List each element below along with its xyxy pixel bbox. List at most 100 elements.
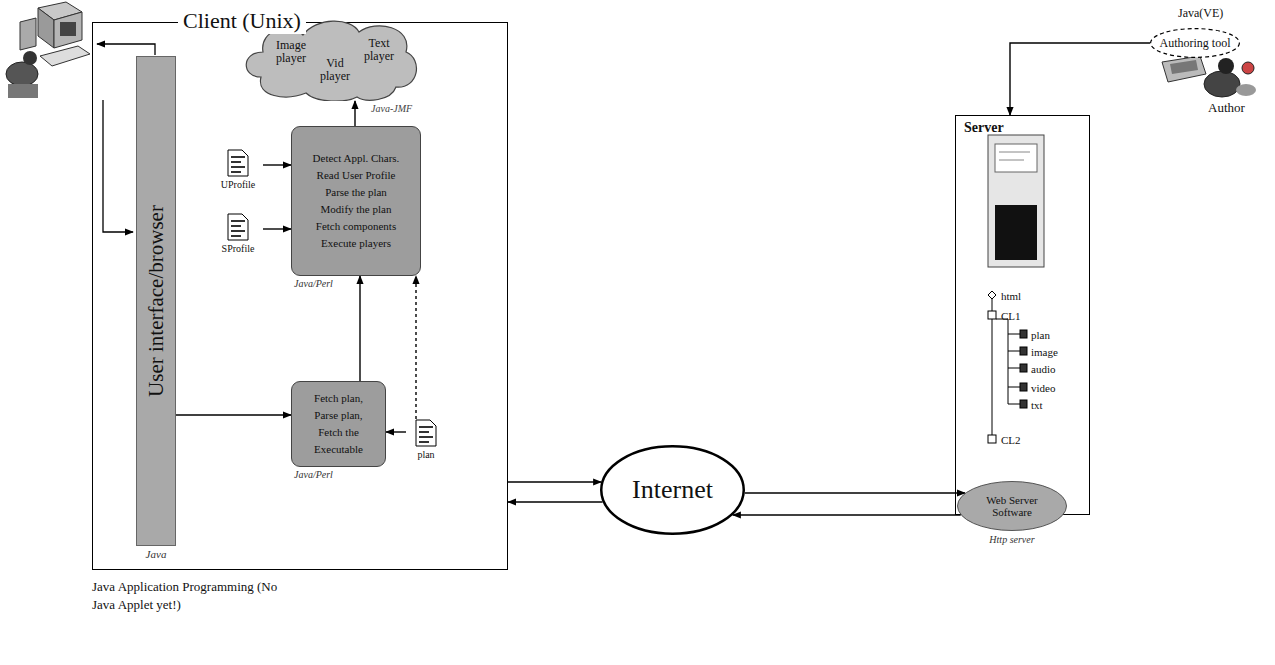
connector-arrow [508,501,603,502]
chair [8,84,38,98]
internet-ellipse: Internet [600,445,745,535]
node-text: UProfile [221,179,255,190]
node-text: Image player [269,39,313,64]
node-subtext: Execute players [321,235,391,252]
node-text: Server [964,120,1004,136]
tree-file [1020,330,1027,338]
page-line [419,431,429,433]
connector-arrow [508,481,601,482]
tree-line [1008,387,1020,388]
tree-line [1008,319,1009,404]
tree-line [1008,368,1020,369]
process-box: Detect Appl. Chars.Read User ProfilePars… [291,126,421,276]
connector-arrow [263,228,291,229]
server-box: ServerhtmlCL1planimageaudiovideotxtCL2We… [955,115,1090,515]
panel-line [999,152,1030,153]
monitor-front [54,12,82,48]
connector-arrow [1010,43,1150,115]
desk-screen [1170,60,1198,74]
connector-arrow [745,492,965,493]
node-subtext: image [1031,346,1058,358]
node-subtext: video [1031,382,1055,394]
page-line [231,156,245,158]
monitor-screen [60,22,76,36]
author-head [1218,58,1234,74]
author-figure [1162,56,1256,97]
caption-note: Java Application Programming (No Java Ap… [92,578,302,613]
page-line [419,436,433,438]
tree-file [1020,400,1027,408]
page-line [231,171,241,173]
ellipse-shape [1151,29,1240,58]
node-subtext: Authoring tool [1160,36,1231,51]
node-subtext: Http server [989,534,1034,545]
node-subtext: Vid player [313,57,357,82]
page-line [231,166,245,168]
node-subtext: Fetch the Executable [298,424,379,458]
node-subtext: CL1 [1001,310,1021,322]
node-subtext: Read User Profile [317,167,396,184]
page-line [231,230,245,232]
page-line [231,225,241,227]
actor-label: Author [1208,100,1245,116]
panel-line [999,160,1024,161]
connector-arrow [263,164,291,165]
connector-arrow [359,276,360,381]
tower-base [995,205,1037,260]
node-subtext: plan [1031,329,1050,341]
document-icon: UProfile [213,149,263,199]
node-subtext: Java/Perl [294,469,333,480]
connector-arrow [386,431,406,432]
server-computer-icon [988,135,1044,267]
page-line [231,235,241,237]
cloud-shape [246,21,416,101]
node-subtext: Parse the plan [325,184,387,201]
tree-line [1008,334,1020,335]
input-arrow [103,100,133,232]
tree-line [1008,351,1020,352]
connector-arrow [733,514,961,515]
node-subtext: Fetch components [316,218,396,235]
tree-file [1020,347,1027,355]
user-figure [6,62,38,86]
document-glyph [227,213,249,241]
document-icon: plan [406,419,446,469]
node-text: Fetch plan, [314,390,363,407]
connector-arrow [415,276,416,419]
tree-folder [988,435,996,443]
node-text: User interface/browser [144,205,169,397]
authoring-tool-ellipse: Java(VE)Authoring tool [1150,28,1240,58]
client-workstation-icon [6,2,90,98]
ui-band: User interface/browserJava [136,56,176,546]
tree-line [1008,404,1020,405]
node-text: Java(VE) [1178,6,1223,21]
page-line [231,220,245,222]
connector-arrow [354,101,355,126]
tree-folder [988,311,996,319]
document-glyph [415,419,437,447]
node-text: Detect Appl. Chars. [313,150,400,167]
tree-diamond [988,291,996,299]
tree-file [1020,364,1027,372]
ellipse-shape [958,482,1067,531]
page-line [231,161,241,163]
node-subtext: audio [1031,363,1055,375]
directory-tree [988,291,1027,443]
node-text: SProfile [222,243,255,254]
user-head [23,51,37,65]
page-line [419,426,433,428]
tree-file [1020,383,1027,391]
author-body [1204,71,1240,97]
client-box: Client (Unix)User interface/browserJavaI… [92,22,508,570]
cabinet [20,18,36,50]
tool-knob [1242,62,1254,74]
connector-arrow [176,414,291,415]
page-outline [228,150,248,176]
node-subtext: Modify the plan [321,201,392,218]
tower [988,135,1044,267]
node-subtext: CL2 [1001,434,1021,446]
web-server-ellipse: Web Server SoftwareHttp server [957,481,1067,531]
node-subtext: Java/Perl [294,278,333,289]
